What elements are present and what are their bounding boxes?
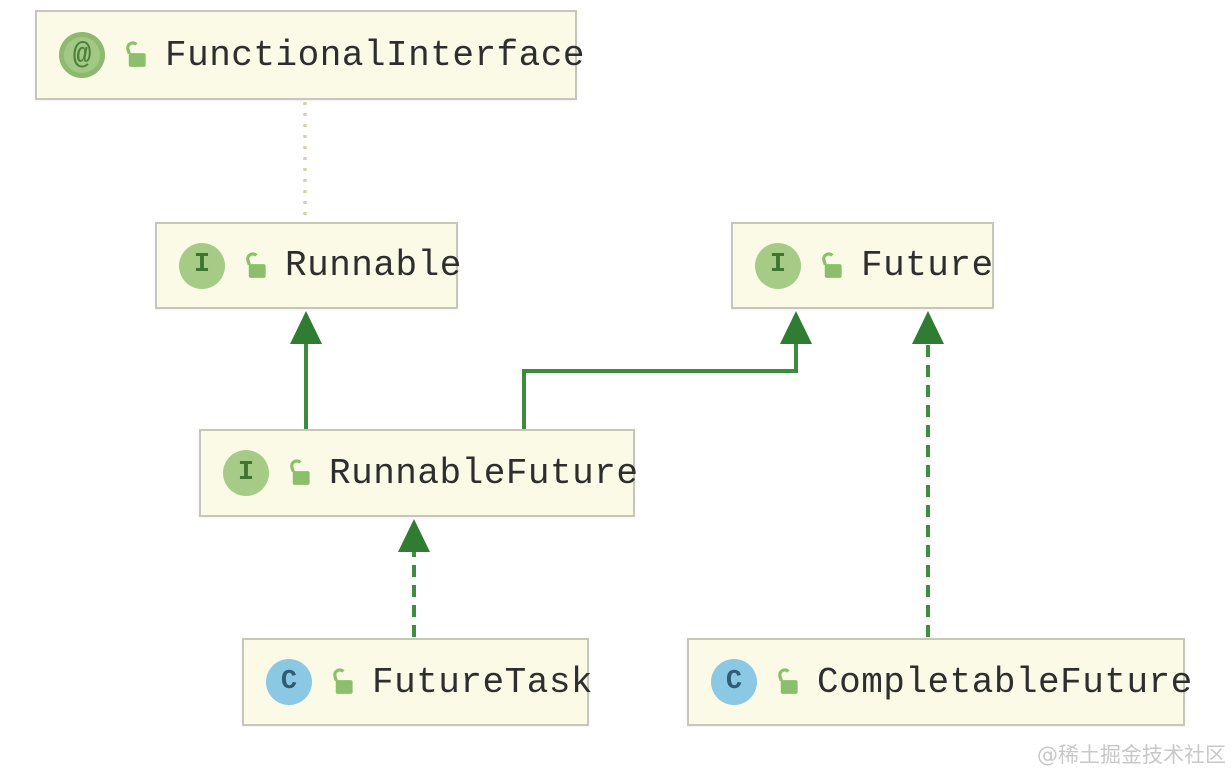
watermark: @稀土掘金技术社区 xyxy=(1037,743,1226,767)
edge-completablefuture-implements-future xyxy=(912,311,944,637)
node-label: CompletableFuture xyxy=(817,661,1193,703)
node-future[interactable]: I Future xyxy=(731,222,994,309)
public-open-lock-icon xyxy=(120,40,150,70)
interface-icon: I xyxy=(755,242,801,289)
public-open-lock-icon xyxy=(816,251,846,281)
node-label: RunnableFuture xyxy=(329,452,639,494)
annotation-icon: @ xyxy=(59,32,105,78)
node-runnable[interactable]: I Runnable xyxy=(155,222,461,309)
node-label: Future xyxy=(861,245,994,286)
node-completable-future[interactable]: C CompletableFuture xyxy=(687,638,1192,726)
interface-icon: I xyxy=(179,242,225,289)
node-runnable-future[interactable]: I RunnableFuture xyxy=(199,429,639,517)
node-label: FutureTask xyxy=(372,661,594,703)
edge-futuretask-implements-runnablefuture xyxy=(398,519,430,637)
edge-runnablefuture-extends-future xyxy=(522,311,812,430)
public-open-lock-icon xyxy=(284,458,314,488)
class-icon: C xyxy=(266,659,312,705)
class-icon: C xyxy=(711,659,757,705)
node-functional-interface[interactable]: @ FunctionalInterface xyxy=(35,10,584,100)
interface-icon: I xyxy=(223,450,269,496)
public-open-lock-icon xyxy=(240,251,270,281)
node-future-task[interactable]: C FutureTask xyxy=(242,638,593,726)
node-label: FunctionalInterface xyxy=(165,34,585,76)
edge-runnablefuture-extends-runnable xyxy=(290,311,322,430)
public-open-lock-icon xyxy=(772,667,802,697)
public-open-lock-icon xyxy=(327,667,357,697)
node-label: Runnable xyxy=(285,245,462,286)
